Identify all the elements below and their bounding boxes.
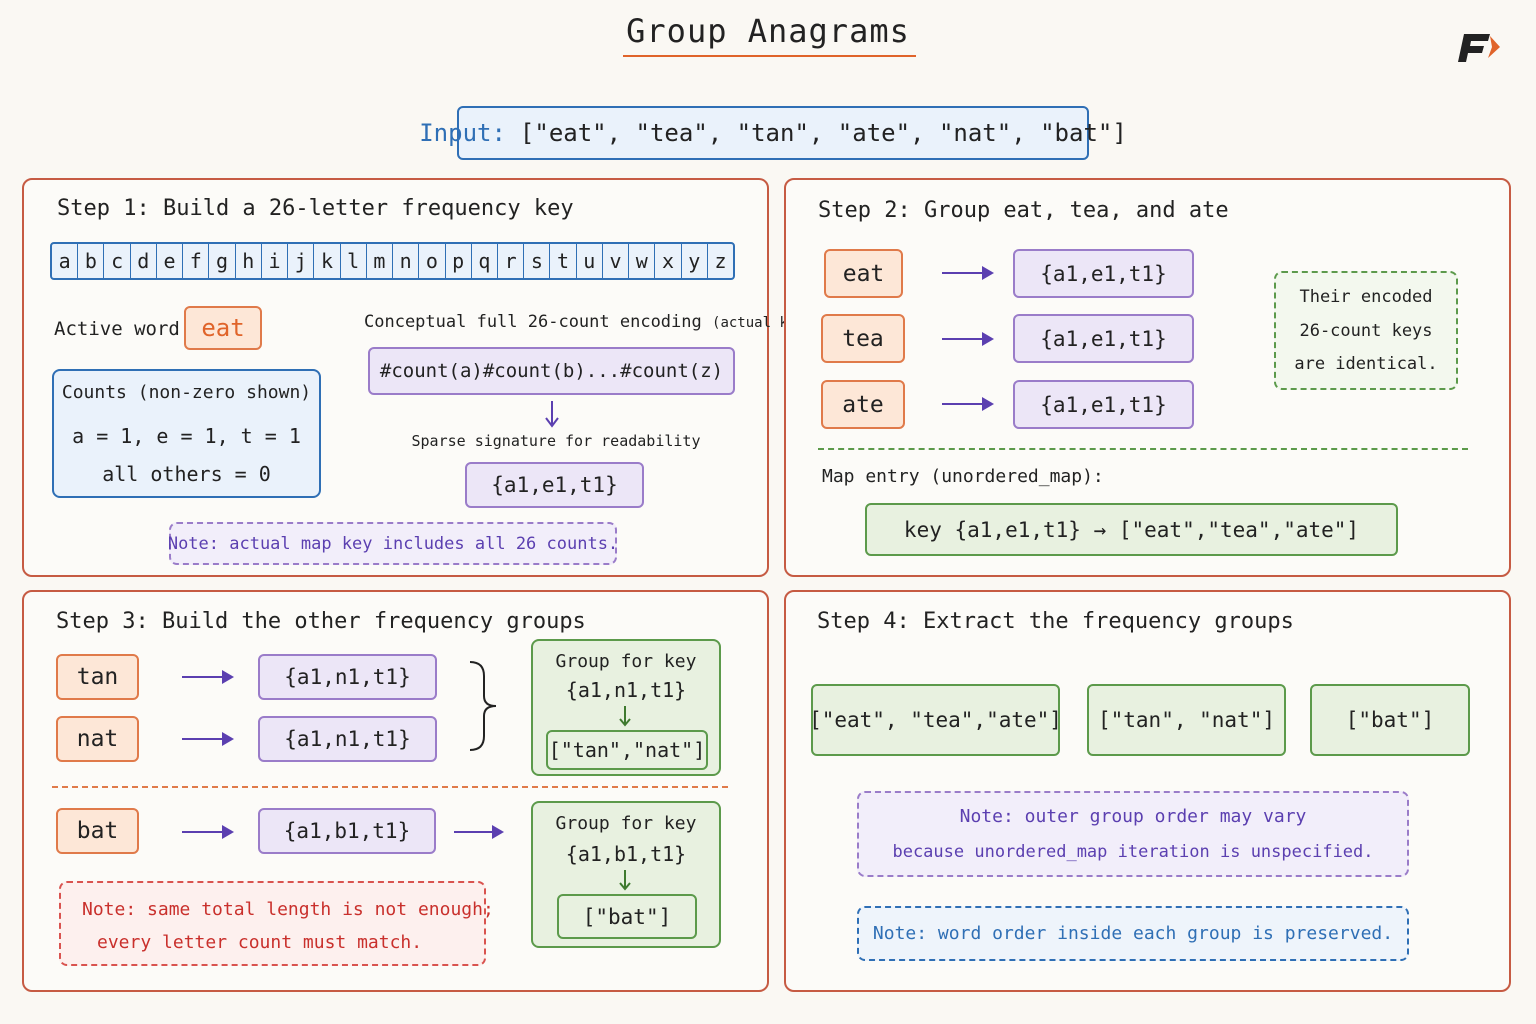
- arrow-right-icon: [182, 732, 234, 746]
- step3-title: Step 3: Build the other frequency groups: [56, 609, 586, 634]
- letter-cell: i: [262, 244, 289, 278]
- group2-value: ["bat"]: [557, 894, 697, 939]
- result-group-3: ["bat"]: [1310, 684, 1470, 756]
- step3-word-nat: nat: [56, 716, 139, 762]
- counts-box: [52, 369, 321, 498]
- group1-label2: {a1,n1,t1}: [565, 678, 687, 702]
- group1-label1: Group for key: [555, 651, 697, 672]
- arrow-right-icon: [942, 332, 994, 346]
- letter-cell: d: [131, 244, 157, 278]
- step3-key-bat: {a1,b1,t1}: [258, 808, 436, 854]
- result-group-1: ["eat", "tea","ate"]: [809, 684, 1062, 756]
- map-entry-value: key {a1,e1,t1} → ["eat","tea","ate"]: [865, 503, 1398, 556]
- letter-cell: e: [157, 244, 184, 278]
- encoding-label: Conceptual full 26-count encoding (actua…: [364, 312, 813, 332]
- step2-key-ate: {a1,e1,t1}: [1013, 380, 1194, 429]
- active-word-label: Active word:: [54, 318, 192, 340]
- letter-cell: m: [367, 244, 394, 278]
- sparse-label: Sparse signature for readability: [411, 432, 701, 450]
- arrow-right-icon: [182, 670, 234, 684]
- identical-note: [1274, 271, 1458, 390]
- step2-word-tea: tea: [821, 314, 905, 363]
- group2-label2: {a1,b1,t1}: [565, 842, 687, 866]
- letter-cell: p: [446, 244, 472, 278]
- letter-cell: t: [550, 244, 577, 278]
- step2-key-eat: {a1,e1,t1}: [1013, 249, 1194, 298]
- step2-key-tea: {a1,e1,t1}: [1013, 314, 1194, 363]
- letter-cell: z: [714, 249, 727, 273]
- step2-word-ate: ate: [821, 380, 905, 429]
- arrow-right-icon: [454, 825, 504, 839]
- letter-cell: q: [472, 244, 498, 278]
- step3-note-line1: Note: same total length is not enough;: [82, 899, 494, 920]
- identical-note-line1: Their encoded: [1299, 287, 1433, 307]
- letter-cell: f: [183, 244, 210, 278]
- arrow-right-icon: [942, 266, 994, 280]
- arrow-right-icon: [942, 397, 994, 411]
- step3-note-line2: every letter count must match.: [97, 932, 423, 953]
- arrow-right-icon: [182, 825, 234, 839]
- input-value: ["eat", "tea", "tan", "ate", "nat", "bat…: [519, 119, 1127, 147]
- arrow-down-icon: [543, 400, 561, 428]
- order-note-line2: because unordered_map iteration is unspe…: [892, 842, 1374, 862]
- order-note: [857, 791, 1409, 877]
- letter-cell: r: [498, 244, 525, 278]
- active-word: eat: [184, 306, 262, 350]
- step3-key-nat: {a1,n1,t1}: [258, 716, 437, 762]
- identical-note-line2: 26-count keys: [1299, 321, 1433, 341]
- sparse-value: {a1,e1,t1}: [465, 462, 644, 508]
- group2-label1: Group for key: [555, 813, 697, 834]
- step2-divider: [818, 448, 1468, 450]
- letter-cell: j: [288, 244, 315, 278]
- step3-note: [59, 881, 486, 966]
- step3-divider: [52, 786, 728, 788]
- counts-line1: a = 1, e = 1, t = 1: [72, 424, 301, 448]
- letter-cell: g: [209, 244, 236, 278]
- order-note-line1: Note: outer group order may vary: [959, 806, 1307, 827]
- counts-title: Counts (non-zero shown): [61, 382, 312, 403]
- identical-note-line3: are identical.: [1294, 354, 1438, 374]
- input-box: Input: ["eat", "tea", "tan", "ate", "nat…: [419, 106, 1127, 160]
- logo-icon: [1452, 28, 1508, 68]
- step3-word-tan: tan: [56, 654, 139, 700]
- letter-cell: s: [524, 244, 551, 278]
- letter-cell: k: [314, 244, 341, 278]
- letter-cell: x: [655, 244, 682, 278]
- letter-cell: b: [78, 244, 105, 278]
- letter-cell: w: [629, 244, 656, 278]
- input-label: Input:: [419, 119, 506, 147]
- result-group-2: ["tan", "nat"]: [1087, 684, 1286, 756]
- step2-title: Step 2: Group eat, tea, and ate: [818, 198, 1229, 223]
- brace-icon: [466, 660, 500, 752]
- group1-value: ["tan","nat"]: [546, 730, 708, 770]
- letter-cell: n: [393, 244, 420, 278]
- arrow-down-icon: [617, 705, 633, 727]
- encoding-label-text: Conceptual full 26-count encoding: [364, 312, 702, 332]
- arrow-down-icon: [617, 869, 633, 891]
- letter-cell: y: [682, 244, 708, 278]
- step1-title: Step 1: Build a 26-letter frequency key: [57, 196, 574, 221]
- step1-note: Note: actual map key includes all 26 cou…: [168, 522, 618, 565]
- page-title: Group Anagrams: [626, 12, 910, 50]
- step3-key-tan: {a1,n1,t1}: [258, 654, 437, 700]
- map-entry-label: Map entry (unordered_map):: [822, 466, 1104, 487]
- letter-cell: v: [603, 244, 630, 278]
- letter-cell: a: [52, 244, 79, 278]
- title-underline: [623, 55, 916, 57]
- preserved-note: Note: word order inside each group is pr…: [857, 906, 1409, 961]
- step2-word-eat: eat: [824, 249, 903, 298]
- letter-cell: l: [341, 244, 367, 278]
- letter-cell: h: [236, 244, 262, 278]
- encoding-value: #count(a)#count(b)...#count(z): [368, 347, 735, 395]
- letter-cell: u: [577, 244, 603, 278]
- letter-cell: o: [419, 244, 446, 278]
- letter-cell: c: [104, 244, 131, 278]
- step4-title: Step 4: Extract the frequency groups: [817, 609, 1294, 634]
- counts-line2: all others = 0: [102, 462, 271, 486]
- step3-word-bat: bat: [56, 808, 139, 854]
